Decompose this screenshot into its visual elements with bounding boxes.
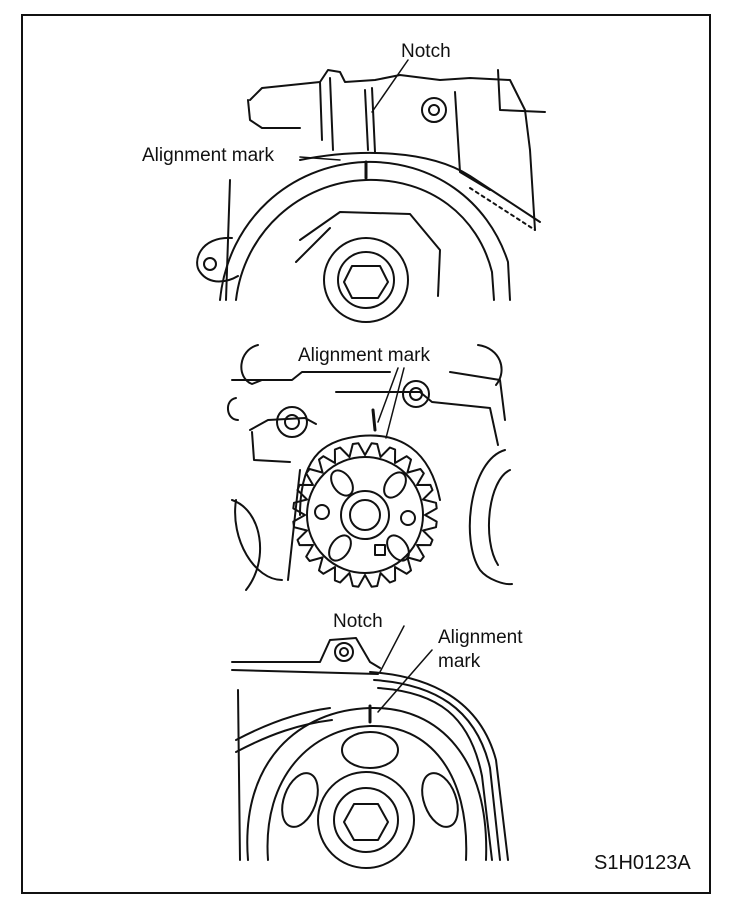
bottom-notch-label: Notch bbox=[333, 611, 383, 632]
top-notch-label: Notch bbox=[401, 41, 451, 62]
top-pulley-illustration bbox=[196, 59, 546, 323]
middle-sprocket-illustration bbox=[227, 344, 513, 591]
figure-code: S1H0123A bbox=[594, 852, 691, 874]
bottom-alignment-label-line2: mark bbox=[438, 651, 481, 672]
sprocket-teeth bbox=[292, 442, 438, 588]
bottom-alignment-label-line1: Alignment bbox=[438, 627, 523, 648]
bottom-pulley-illustration bbox=[231, 625, 509, 869]
top-alignment-mark-label: Alignment mark bbox=[142, 145, 274, 166]
middle-alignment-mark-label: Alignment mark bbox=[296, 345, 432, 366]
figure-frame bbox=[21, 14, 711, 894]
